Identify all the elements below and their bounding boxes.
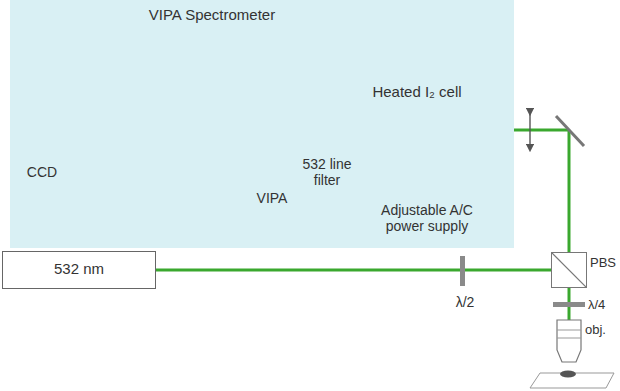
beam-splitter: PBS: [551, 252, 587, 288]
part-label: Adjustable A/C power supply: [372, 202, 482, 234]
part-label: Heated I₂ cell: [352, 84, 482, 100]
part-label: λ/2: [440, 294, 490, 310]
objective: [557, 320, 581, 362]
part-label: 532 line filter: [296, 156, 358, 188]
laser-box: 532 nm: [2, 251, 156, 289]
laser-beam: [156, 269, 551, 272]
lens-symbol: [529, 112, 530, 148]
node-label: PBS: [590, 255, 616, 270]
part-label: λ/4: [588, 297, 618, 313]
node-label: 532 nm: [3, 260, 155, 278]
sample: [560, 371, 576, 378]
quarter-wave-plate: [553, 302, 585, 307]
half-wave-plate: [460, 256, 465, 286]
node-label: VIPA Spectrometer: [10, 6, 514, 23]
part-label: VIPA: [244, 190, 300, 206]
part-label: obj.: [585, 322, 618, 338]
part-label: CCD: [20, 164, 64, 180]
beam: [568, 130, 571, 252]
mirror: [556, 116, 584, 146]
